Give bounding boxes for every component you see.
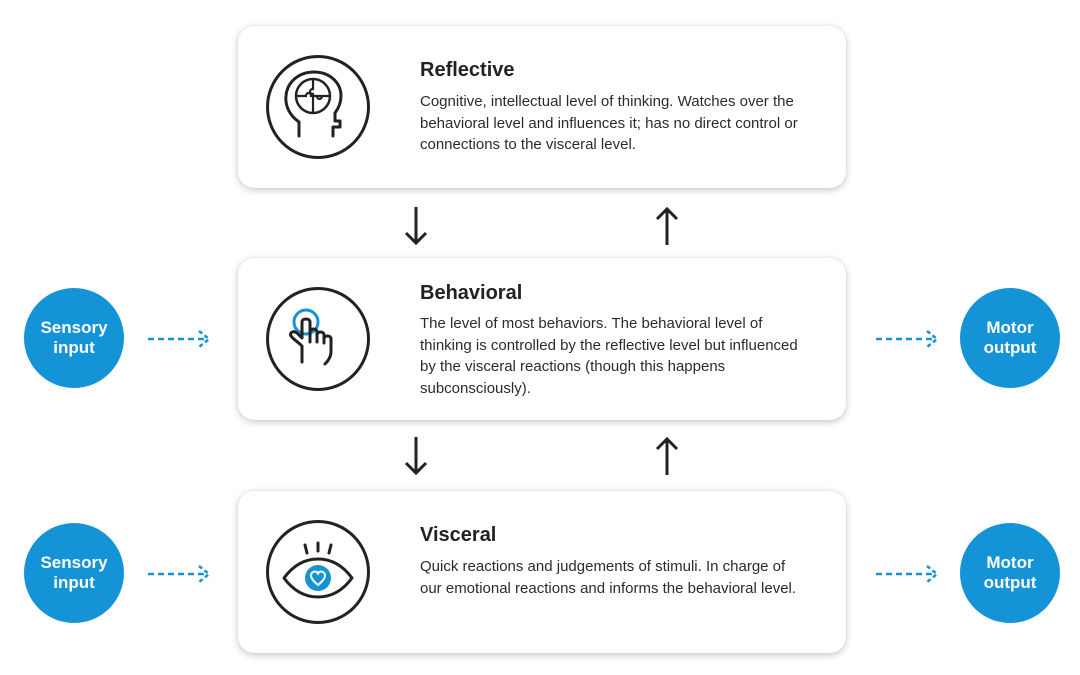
sensory-input-behavioral: Sensory input	[24, 288, 124, 388]
head-puzzle-icon	[284, 70, 343, 138]
dashed-arrow-icon	[148, 330, 212, 348]
pointing-hand-icon	[289, 308, 333, 366]
eye-heart-icon	[282, 541, 354, 599]
dashed-arrow-icon	[876, 565, 940, 583]
visceral-description: Quick reactions and judgements of stimul…	[420, 558, 797, 597]
visceral-icon-frame	[266, 520, 370, 624]
reflective-title: Reflective	[420, 59, 515, 81]
behavioral-description: The level of most behaviors. The behavio…	[420, 315, 798, 397]
motor-output-visceral: Motor output	[960, 523, 1060, 623]
up-arrow-icon	[655, 206, 679, 245]
down-arrow-icon	[404, 437, 428, 476]
sensory-input-visceral: Sensory input	[24, 523, 124, 623]
visceral-card: Visceral Quick reactions and judgements …	[238, 491, 846, 653]
behavioral-title: Behavioral	[420, 282, 523, 304]
visceral-title: Visceral	[420, 524, 497, 546]
down-arrow-icon	[404, 207, 428, 246]
motor-output-behavioral: Motor output	[960, 288, 1060, 388]
reflective-description: Cognitive, intellectual level of thinkin…	[420, 93, 798, 153]
up-arrow-icon	[655, 436, 679, 475]
reflective-card: Reflective Cognitive, intellectual level…	[238, 26, 846, 188]
behavioral-card: Behavioral The level of most behaviors. …	[238, 258, 846, 420]
behavioral-icon-frame	[266, 287, 370, 391]
reflective-icon-frame	[266, 55, 370, 159]
dashed-arrow-icon	[876, 330, 940, 348]
dashed-arrow-icon	[148, 565, 212, 583]
